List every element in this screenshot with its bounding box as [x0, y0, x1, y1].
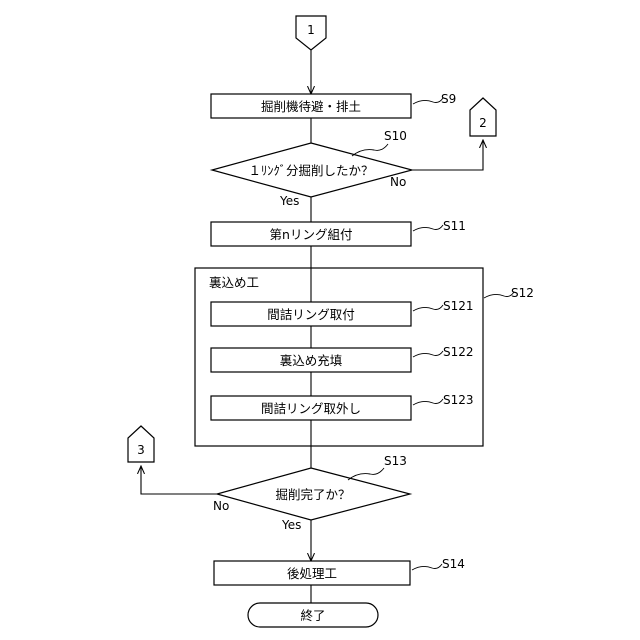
- step-s11-id: S11: [443, 219, 466, 233]
- decision-s10-yes: Yes: [279, 194, 299, 208]
- connector-3: 3: [128, 426, 154, 462]
- step-s12-label: 裏込め工: [209, 275, 259, 290]
- connector-2: 2: [470, 98, 496, 136]
- step-s122-label: 裏込め充填: [280, 353, 343, 368]
- step-s121-id: S121: [443, 299, 474, 313]
- step-s10-id: S10: [384, 129, 407, 143]
- leader-line: [413, 225, 443, 231]
- decision-s13-no: No: [213, 499, 229, 513]
- step-s123-label: 間詰リング取外し: [261, 401, 361, 416]
- step-s123-box: 間詰リング取外し: [211, 396, 411, 420]
- decision-s10-no: No: [390, 175, 406, 189]
- leader-line: [413, 98, 443, 104]
- flow-line-no: [412, 140, 483, 170]
- connector-3-label: 3: [137, 443, 145, 457]
- step-s9-label: 掘削機待避・排土: [261, 99, 361, 114]
- step-s11-label: 第nリング組付: [270, 227, 353, 242]
- step-s9-box: 掘削機待避・排土: [211, 94, 411, 118]
- step-s12-id: S12: [511, 286, 534, 300]
- connector-1: 1: [296, 16, 326, 50]
- leader-line: [484, 292, 514, 298]
- step-s11-box: 第nリング組付: [211, 222, 411, 246]
- leader-line: [352, 144, 388, 156]
- end-label: 終了: [300, 608, 325, 623]
- step-s14-label: 後処理工: [287, 566, 337, 581]
- step-s123-id: S123: [443, 393, 474, 407]
- connector-1-label: 1: [307, 23, 315, 37]
- step-s14-box: 後処理工: [214, 561, 410, 585]
- leader-line: [412, 564, 442, 570]
- flow-line-no: [141, 466, 217, 494]
- connector-2-label: 2: [479, 116, 487, 130]
- step-s14-id: S14: [442, 557, 465, 571]
- step-s121-box: 間詰リング取付: [211, 302, 411, 326]
- step-s121-label: 間詰リング取付: [267, 307, 355, 322]
- step-s122-box: 裏込め充填: [211, 348, 411, 372]
- leader-line: [348, 468, 384, 480]
- decision-s13-yes: Yes: [281, 518, 301, 532]
- decision-s13: 掘削完了か？: [217, 468, 410, 520]
- step-s13-id: S13: [384, 454, 407, 468]
- decision-s13-label: 掘削完了か？: [275, 487, 350, 502]
- decision-s10: １ﾘﾝｸﾞ分掘削したか？: [212, 143, 412, 197]
- end-terminator: 終了: [248, 603, 378, 627]
- step-s9-id: S9: [441, 92, 456, 106]
- decision-s10-label: １ﾘﾝｸﾞ分掘削したか？: [248, 163, 373, 178]
- step-s122-id: S122: [443, 345, 474, 359]
